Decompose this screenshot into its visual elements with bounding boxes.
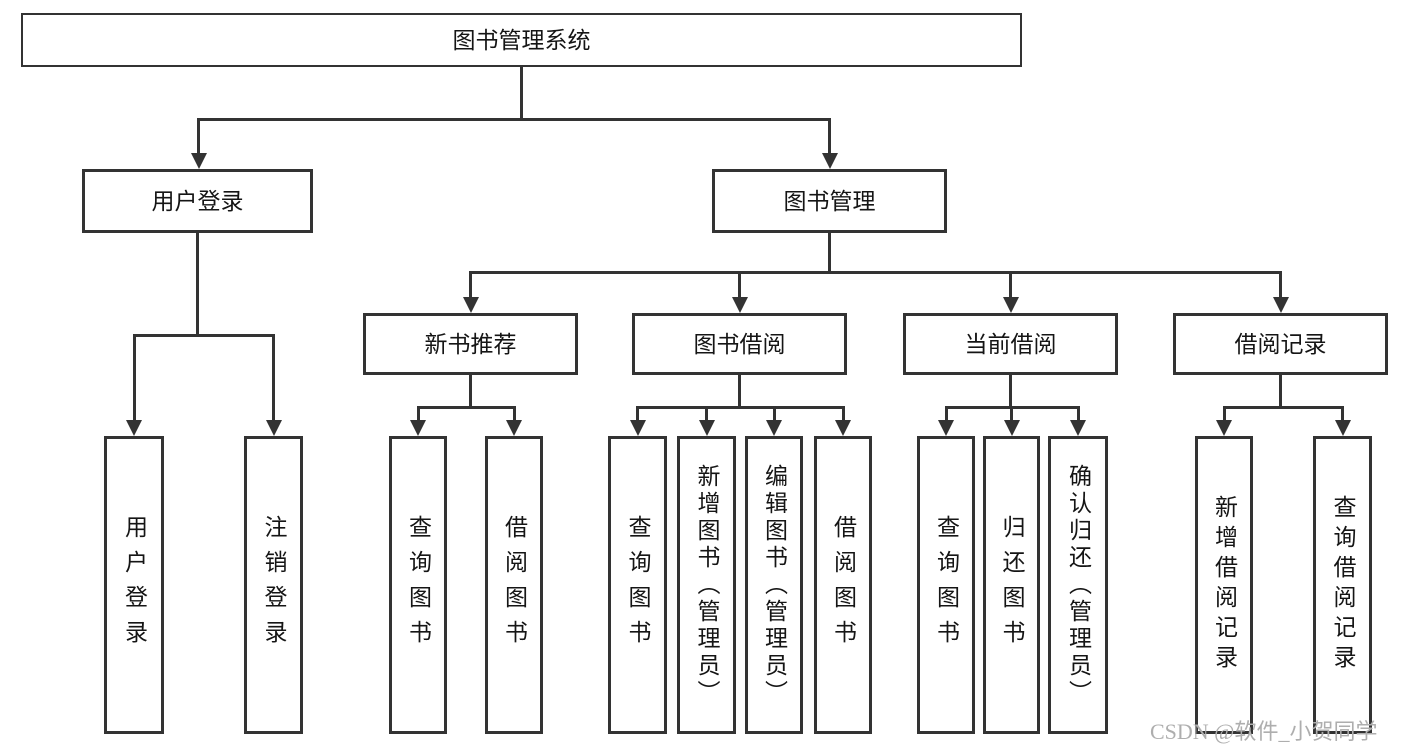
node-label: 查询图书: [933, 515, 959, 655]
node-leaf-add-books-admin: 新增图书（管理员）: [677, 436, 736, 734]
node-label: 图书管理系统: [452, 27, 591, 53]
connector-line: [1010, 407, 1013, 422]
node-label: 新增借阅记录: [1211, 495, 1237, 675]
arrowhead-down-icon: [938, 420, 954, 436]
arrowhead-down-icon: [506, 420, 522, 436]
arrowhead-down-icon: [698, 420, 715, 436]
connector-line: [1076, 407, 1080, 422]
arrowhead-down-icon: [1002, 297, 1019, 313]
arrowhead-down-icon: [1272, 297, 1289, 313]
arrowhead-down-icon: [835, 420, 851, 436]
node-book-management: 图书管理: [712, 169, 947, 233]
node-leaf-logout: 注销登录: [244, 436, 303, 734]
arrowhead-down-icon: [1216, 420, 1232, 436]
node-user-login: 用户登录: [82, 169, 313, 233]
connector-line: [1222, 405, 1344, 409]
connector-line: [1009, 375, 1012, 407]
node-leaf-borrow-books: 借阅图书: [485, 436, 543, 734]
node-library-management-system: 图书管理系统: [21, 13, 1022, 67]
arrowhead-down-icon: [126, 420, 142, 436]
connector-line: [636, 405, 845, 409]
node-label: 用户登录: [121, 515, 147, 655]
arrowhead-down-icon: [629, 420, 646, 436]
node-label: 借阅记录: [1234, 331, 1327, 357]
connector-line: [272, 335, 275, 422]
node-label: 归还图书: [999, 515, 1024, 655]
arrowhead-down-icon: [1334, 420, 1351, 436]
node-label: 图书管理: [783, 188, 876, 214]
node-label: 借阅图书: [501, 515, 527, 655]
node-label: 当前借阅: [964, 331, 1057, 357]
node-label: 确认归还（管理员）: [1065, 463, 1091, 707]
connector-line: [1222, 407, 1226, 422]
watermark: CSDN @软件_小贺同学: [1150, 719, 1378, 744]
connector-line: [636, 407, 639, 422]
arrowhead-down-icon: [766, 420, 782, 436]
node-current-borrow: 当前借阅: [903, 313, 1118, 375]
node-leaf-query-books: 查询图书: [389, 436, 447, 734]
node-leaf-user-login: 用户登录: [104, 436, 164, 734]
connector-line: [1009, 272, 1012, 299]
connector-line: [738, 272, 741, 299]
arrowhead-down-icon: [731, 297, 748, 313]
arrowhead-down-icon: [1003, 420, 1020, 436]
connector-line: [197, 119, 200, 155]
connector-line: [416, 407, 420, 422]
arrowhead-down-icon: [265, 420, 282, 436]
node-label: 查询图书: [625, 515, 650, 655]
connector-line: [196, 233, 199, 335]
node-label: 注销登录: [261, 515, 286, 655]
connector-line: [132, 333, 275, 337]
connector-line: [841, 407, 845, 422]
node-book-borrow: 图书借阅: [632, 313, 847, 375]
node-leaf-query-borrow-record: 查询借阅记录: [1313, 436, 1372, 734]
node-label: 查询借阅记录: [1330, 495, 1355, 675]
connector-line: [738, 375, 741, 407]
node-leaf-confirm-return-admin: 确认归还（管理员）: [1048, 436, 1108, 734]
arrowhead-down-icon: [1070, 420, 1086, 436]
arrowhead-down-icon: [821, 153, 838, 169]
node-label: 新书推荐: [424, 331, 517, 357]
connector-line: [469, 270, 1282, 274]
connector-line: [197, 117, 831, 121]
node-leaf-return-books: 归还图书: [983, 436, 1040, 734]
connector-line: [828, 119, 831, 155]
connector-line: [1279, 375, 1282, 407]
connector-line: [469, 375, 472, 407]
connector-line: [944, 407, 948, 422]
node-new-book-recommend: 新书推荐: [363, 313, 578, 375]
node-label: 借阅图书: [830, 515, 856, 655]
node-borrow-records: 借阅记录: [1173, 313, 1388, 375]
arrowhead-down-icon: [190, 153, 207, 169]
node-label: 用户登录: [151, 188, 244, 214]
node-label: 图书借阅: [693, 331, 786, 357]
node-leaf-query-books: 查询图书: [917, 436, 975, 734]
node-leaf-borrow-books: 借阅图书: [814, 436, 872, 734]
connector-line: [132, 335, 136, 422]
node-label: 查询图书: [405, 515, 431, 655]
node-leaf-query-books: 查询图书: [608, 436, 667, 734]
node-label: 新增图书（管理员）: [694, 463, 719, 707]
connector-line: [519, 67, 523, 119]
node-leaf-add-borrow-record: 新增借阅记录: [1195, 436, 1253, 734]
connector-line: [1341, 407, 1344, 422]
connector-line: [772, 407, 776, 422]
connector-line: [416, 405, 516, 409]
arrowhead-down-icon: [410, 420, 426, 436]
connector-line: [828, 233, 831, 272]
node-label: 编辑图书（管理员）: [761, 463, 787, 707]
connector-line: [512, 407, 516, 422]
arrowhead-down-icon: [462, 297, 479, 313]
connector-line: [705, 407, 708, 422]
connector-line: [469, 272, 472, 299]
connector-line: [1279, 272, 1282, 299]
node-leaf-edit-books-admin: 编辑图书（管理员）: [745, 436, 803, 734]
